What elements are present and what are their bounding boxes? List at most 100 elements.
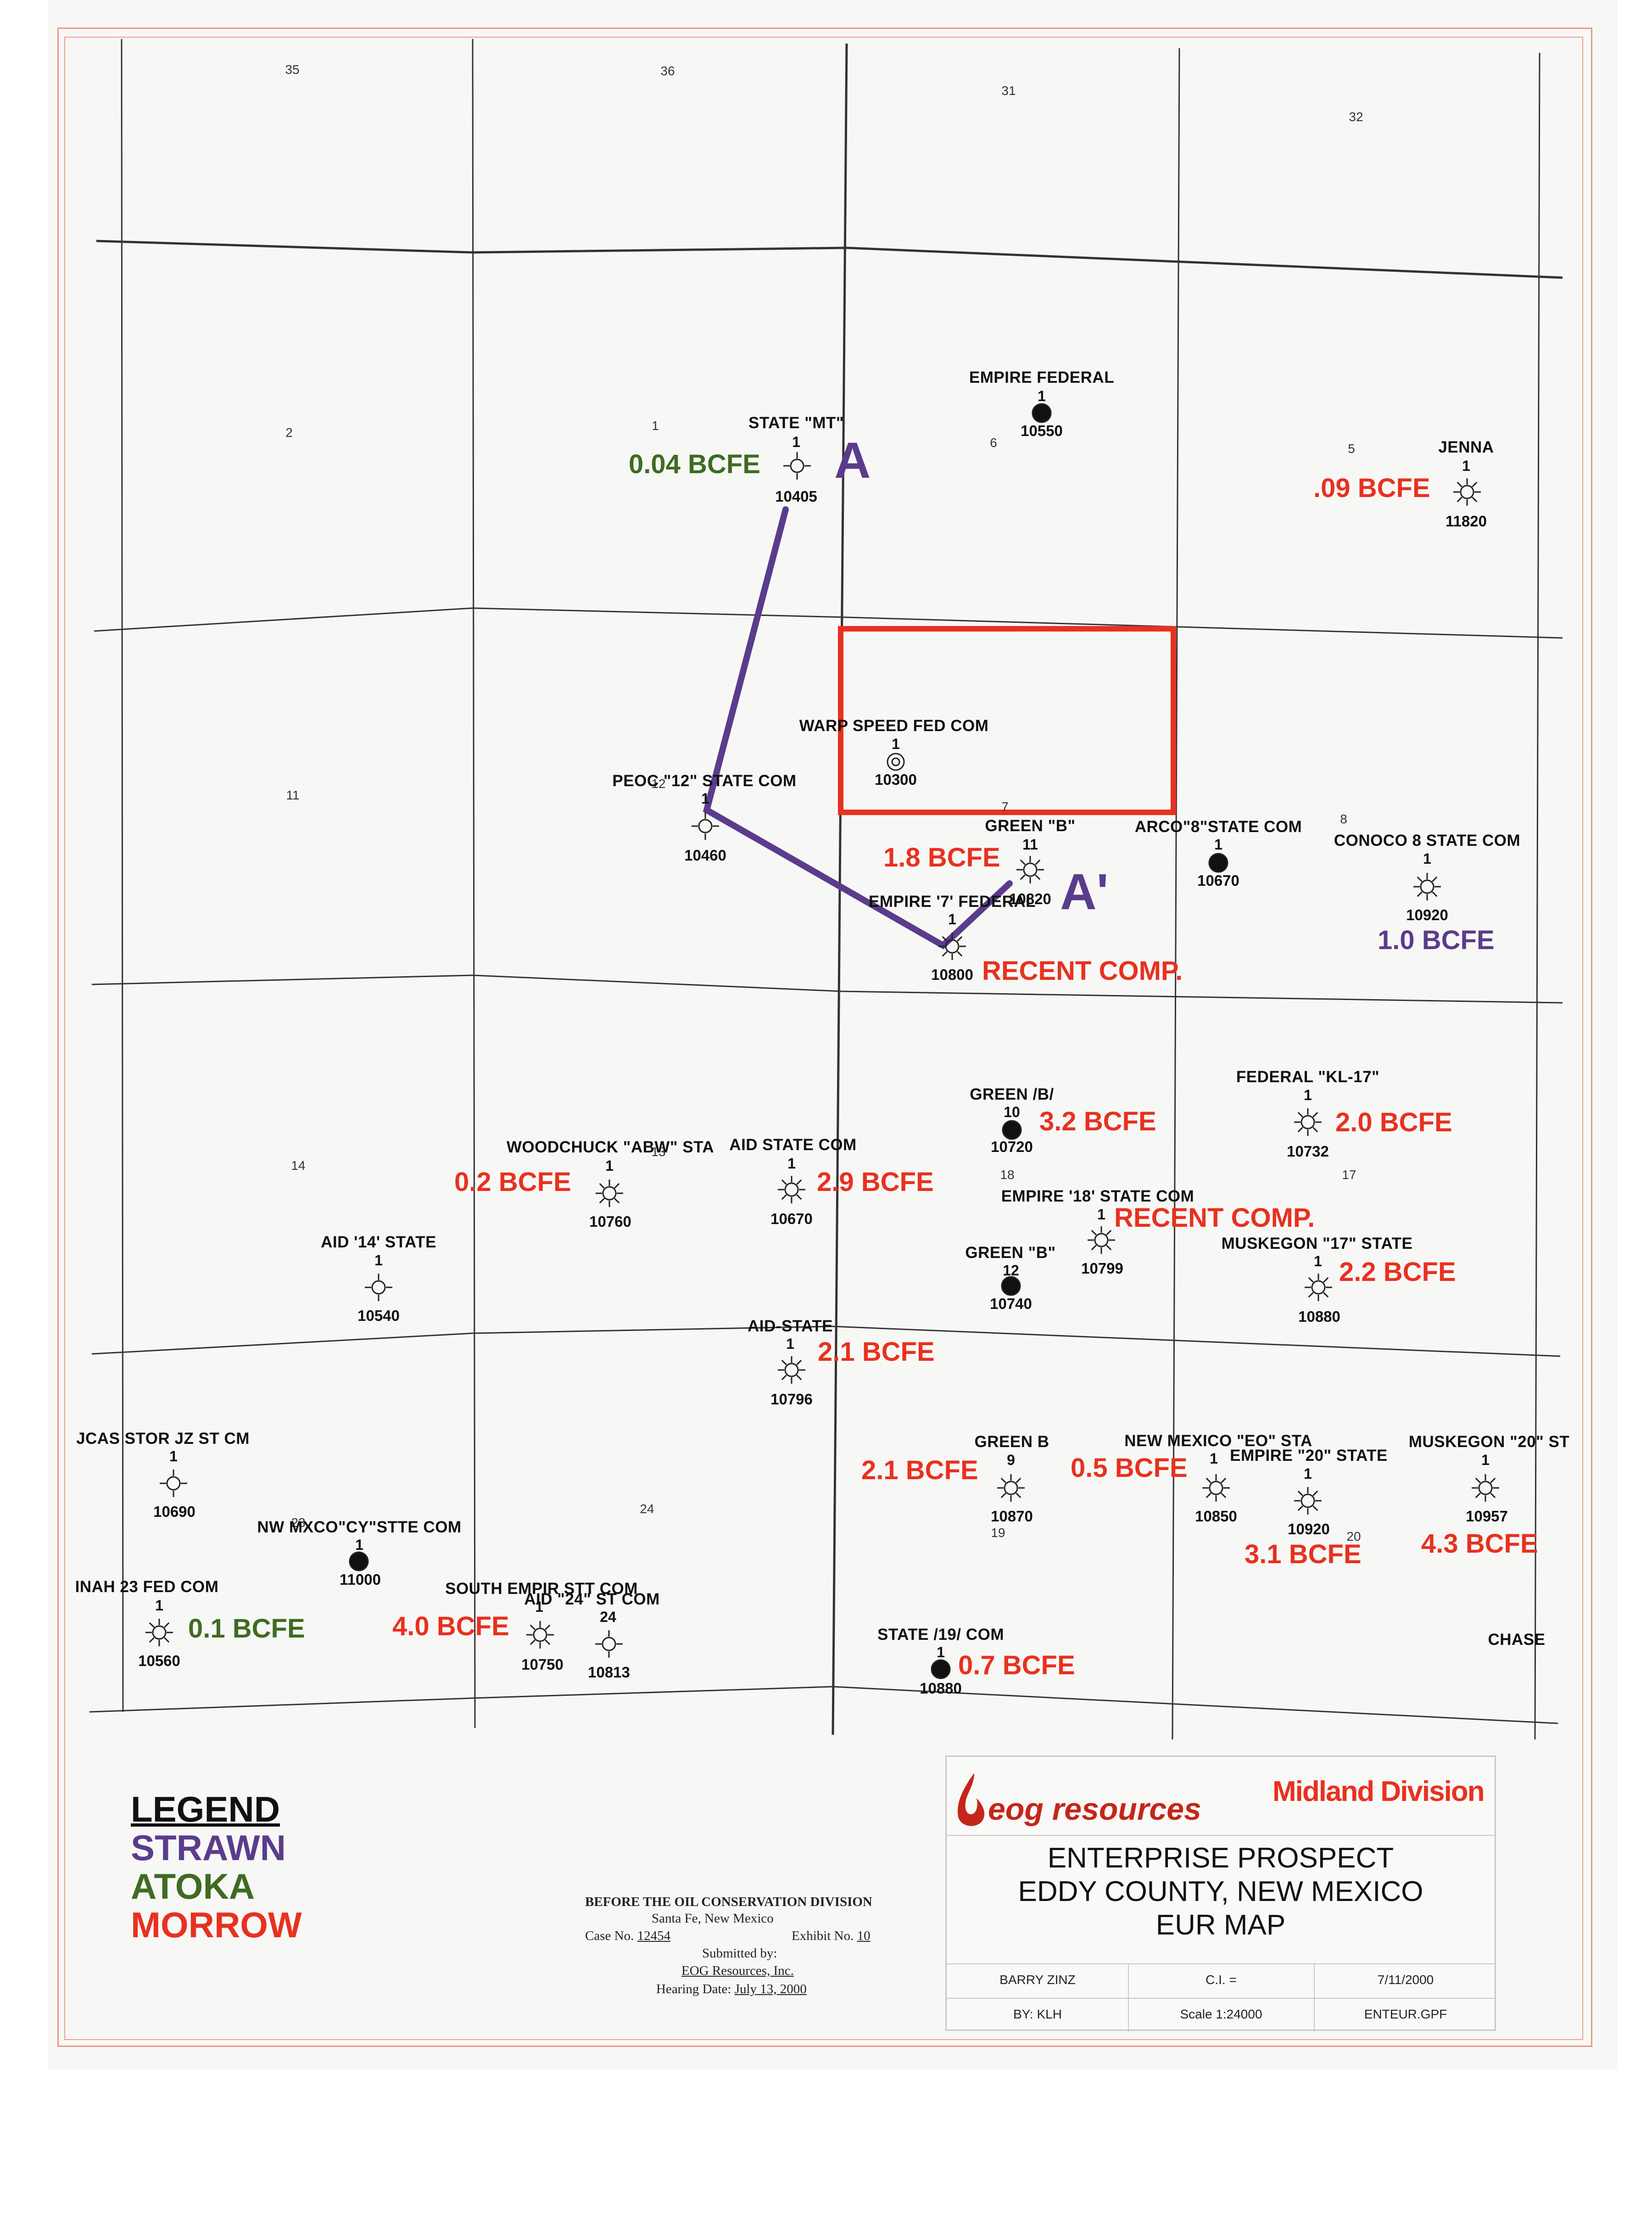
well-name: JENNA	[1438, 438, 1494, 456]
well-number: 10	[1004, 1104, 1020, 1120]
stamp-submitted-by: Submitted by:	[702, 1946, 777, 1961]
exhibit-stamp: BEFORE THE OIL CONSERVATION DIVISION San…	[569, 1886, 936, 2029]
well-name: MUSKEGON "20" ST	[1408, 1433, 1570, 1451]
dry-well-symbol	[595, 1630, 623, 1658]
well-number: 1	[1423, 850, 1431, 867]
eur-label: 0.2 BCFE	[454, 1167, 571, 1197]
gas-well-symbols	[145, 452, 1499, 1658]
well-number: 1	[937, 1644, 945, 1660]
stamp-case: Case No. 12454	[585, 1929, 670, 1944]
well-name: GREEN "B"	[985, 817, 1076, 835]
map-title-county: EDDY COUNTY, NEW MEXICO	[1018, 1876, 1423, 1907]
well-depth: 10670	[1197, 872, 1239, 889]
gas-well-symbol	[1294, 1108, 1322, 1136]
eur-label: 0.04 BCFE	[629, 449, 760, 479]
title-block: eog resources Midland Division ENTERPRIS…	[945, 1755, 1496, 2032]
gas-well-symbol	[1202, 1474, 1230, 1502]
divider	[947, 1963, 1495, 1964]
eur-label: 0.7 BCFE	[958, 1650, 1075, 1680]
grid-line	[1534, 52, 1540, 1740]
well-depth: 10813	[588, 1664, 630, 1681]
well-name: WOODCHUCK "ABW" STA	[506, 1138, 714, 1156]
well-depth: 10920	[1288, 1521, 1330, 1537]
section-number: 14	[291, 1158, 306, 1173]
well-number: 1	[1304, 1087, 1312, 1103]
drafted-by: BY: KLH	[1013, 2007, 1062, 2021]
well-symbols	[349, 403, 1228, 1679]
dry-well-symbol	[692, 812, 719, 840]
section-number: 20	[1346, 1529, 1361, 1543]
oil-well-symbol	[349, 1551, 369, 1571]
well-number: 24	[600, 1609, 616, 1625]
map-border-inner	[64, 37, 1583, 2040]
grid-line	[96, 240, 1563, 279]
eur-label: 2.1 BCFE	[861, 1455, 978, 1485]
well-name: MUSKEGON "17" STATE	[1221, 1235, 1413, 1252]
well-name: AID STATE COM	[729, 1136, 857, 1154]
well-depth: 10920	[1406, 906, 1448, 923]
stamp-exhibit: Exhibit No. 10	[792, 1929, 871, 1944]
legend-item-morrow: MORROW	[131, 1905, 302, 1945]
gas-well-symbol	[997, 1474, 1025, 1502]
well-name: CHASE	[1488, 1631, 1546, 1649]
section-number: 24	[640, 1502, 654, 1516]
gas-well-symbol	[1453, 478, 1481, 506]
well-name: JCAS STOR JZ ST CM	[76, 1430, 250, 1448]
eur-label: 2.2 BCFE	[1339, 1257, 1456, 1287]
well-number: 1	[1314, 1253, 1322, 1269]
section-number: 23	[291, 1515, 306, 1530]
well-depth: 10957	[1466, 1508, 1508, 1525]
section-grid	[89, 39, 1563, 1740]
well-depth: 10880	[920, 1680, 962, 1697]
grid-line	[89, 1686, 1558, 1724]
well-depth: 10560	[138, 1652, 180, 1669]
well-depth: 10740	[990, 1295, 1032, 1312]
well-name: GREEN /B/	[970, 1085, 1054, 1103]
well-name: STATE /19/ COM	[877, 1626, 1005, 1644]
eur-label: RECENT COMP.	[982, 956, 1183, 986]
eur-label: 3.2 BCFE	[1039, 1107, 1156, 1136]
section-number: 13	[651, 1145, 666, 1159]
grid-line	[91, 1325, 1561, 1357]
dry-well-symbol	[160, 1470, 187, 1497]
well-number: 1	[786, 1336, 794, 1352]
well-number: 12	[1003, 1262, 1019, 1279]
well-depth: 10300	[875, 771, 917, 788]
eur-label: 3.1 BCFE	[1245, 1539, 1362, 1569]
section-number: 17	[1342, 1168, 1356, 1182]
section-number: 12	[651, 777, 666, 791]
well-depth: 10750	[521, 1656, 564, 1673]
legend: LEGEND STRAWN ATOKA MORROW	[131, 1790, 302, 1944]
grid-line	[1172, 48, 1180, 1740]
stamp-hearing-label: Hearing Date:	[656, 1982, 731, 1996]
well-depth: 10760	[589, 1213, 631, 1230]
grid-line	[94, 607, 1563, 639]
prospect-outline	[838, 626, 1176, 815]
stamp-company: EOG Resources, Inc.	[681, 1963, 794, 1978]
eur-label: 2.1 BCFE	[818, 1337, 935, 1367]
section-number: 5	[1348, 442, 1355, 456]
well-name: GREEN B	[974, 1433, 1049, 1451]
flame-logo-icon	[958, 1773, 985, 1826]
map-date: 7/11/2000	[1377, 1973, 1434, 1987]
stamp-exhibit-label: Exhibit No.	[792, 1929, 854, 1943]
well-depth: 10870	[991, 1508, 1033, 1525]
dry-well-symbol	[365, 1274, 392, 1301]
gas-well-symbol	[145, 1619, 173, 1646]
well-name: FEDERAL "KL-17"	[1236, 1068, 1380, 1086]
stamp-case-number: 12454	[637, 1929, 671, 1943]
map-border-outer	[57, 28, 1592, 2047]
contour-interval: C.I. =	[1206, 1973, 1237, 1987]
location-well-symbol	[887, 753, 905, 771]
gas-well-symbol	[526, 1621, 554, 1649]
divider	[947, 1835, 1495, 1836]
map-scale: Scale 1:24000	[1180, 2007, 1262, 2021]
section-number: 18	[1000, 1168, 1015, 1182]
well-name: EMPIRE "20" STATE	[1230, 1447, 1388, 1465]
oil-well-symbol	[931, 1659, 951, 1679]
section-number: 11	[286, 788, 300, 802]
section-number: 8	[1340, 812, 1347, 826]
well-depth: 10880	[1298, 1308, 1340, 1325]
well-number: 1	[535, 1599, 543, 1615]
